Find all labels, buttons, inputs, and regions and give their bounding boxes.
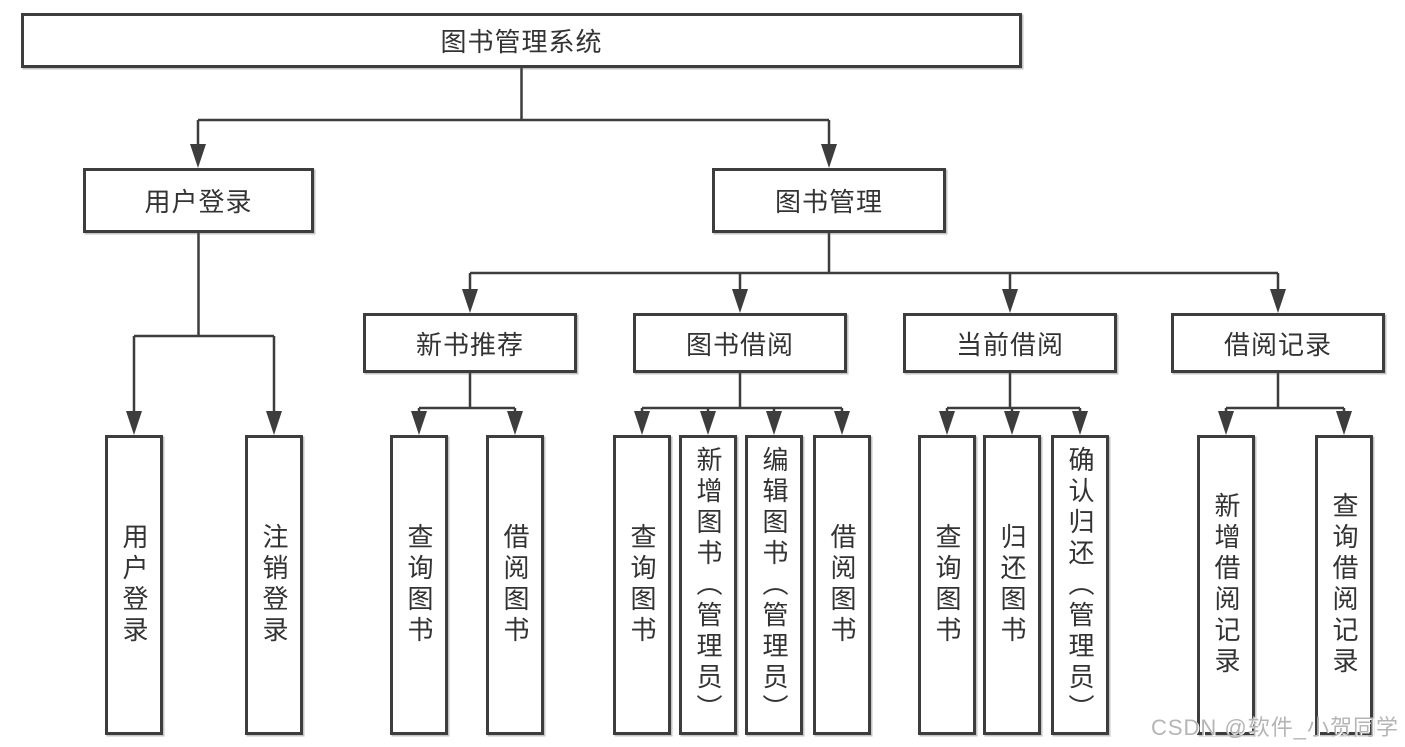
leaf-borrow-add-books-admin: 新增图书（管理员） — [679, 435, 737, 735]
leaf-label: 确认归还（管理员） — [1065, 445, 1095, 725]
leaf-label: 借阅图书 — [500, 523, 530, 647]
node-book-borrowing: 图书借阅 — [633, 313, 847, 373]
leaf-borrow-borrow-books: 借阅图书 — [813, 435, 871, 735]
node-current-borrowing: 当前借阅 — [903, 313, 1117, 373]
csdn-watermark: CSDN @软件_小贺同学 — [1150, 715, 1399, 740]
leaf-label: 编辑图书（管理员） — [759, 445, 789, 725]
leaf-borrow-edit-books-admin: 编辑图书（管理员） — [745, 435, 803, 735]
node-book-management: 图书管理 — [712, 168, 946, 233]
leaf-recommend-query-books: 查询图书 — [390, 435, 448, 735]
leaf-current-query-books: 查询图书 — [918, 435, 976, 735]
node-root-library-system: 图书管理系统 — [21, 13, 1022, 68]
leaf-label: 新增图书（管理员） — [693, 445, 723, 725]
leaf-recommend-borrow-books: 借阅图书 — [486, 435, 544, 735]
leaf-borrow-query-books: 查询图书 — [613, 435, 671, 735]
leaf-logout: 注销登录 — [245, 435, 303, 735]
leaf-records-query-record: 查询借阅记录 — [1315, 435, 1373, 735]
node-new-book-recommend: 新书推荐 — [363, 313, 577, 373]
leaf-records-add-record: 新增借阅记录 — [1197, 435, 1255, 735]
leaf-current-confirm-return-admin: 确认归还（管理员） — [1051, 435, 1109, 735]
node-user-login: 用户登录 — [83, 168, 314, 233]
leaf-label: 查询图书 — [932, 523, 962, 647]
leaf-label: 注销登录 — [259, 523, 289, 647]
leaf-label: 借阅图书 — [827, 523, 857, 647]
leaf-label: 查询图书 — [627, 523, 657, 647]
node-borrowing-records: 借阅记录 — [1171, 313, 1385, 373]
leaf-label: 新增借阅记录 — [1211, 492, 1241, 678]
leaf-current-return-books: 归还图书 — [983, 435, 1041, 735]
connector-arrowheads — [126, 144, 1352, 435]
leaf-user-login: 用户登录 — [105, 435, 163, 735]
leaf-label: 查询图书 — [404, 523, 434, 647]
leaf-label: 用户登录 — [119, 523, 149, 647]
leaf-label: 归还图书 — [997, 523, 1027, 647]
leaf-label: 查询借阅记录 — [1329, 492, 1359, 678]
